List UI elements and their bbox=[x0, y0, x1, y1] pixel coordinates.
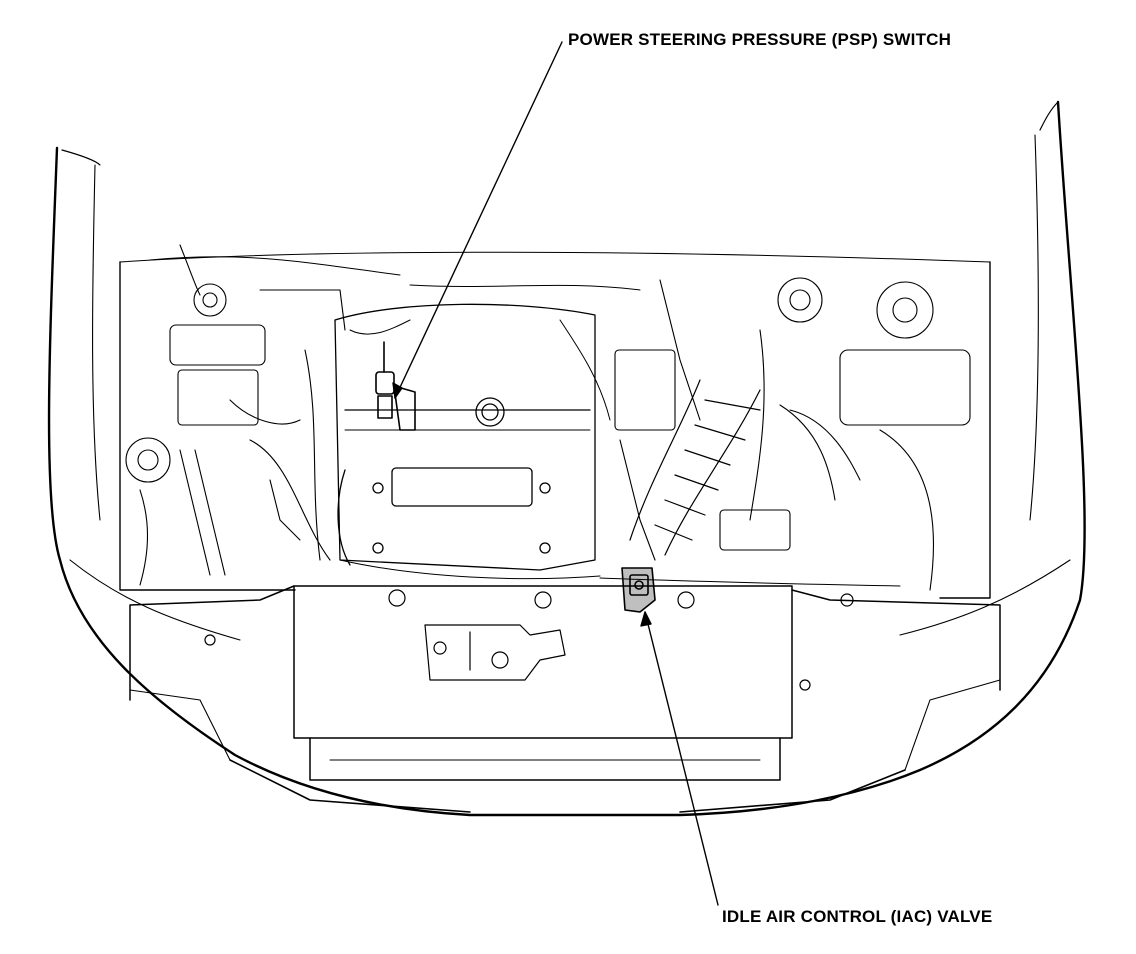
engine-block bbox=[334, 303, 596, 571]
wiring-harness bbox=[149, 256, 901, 587]
engine-compartment bbox=[119, 251, 991, 599]
iac-leader-line bbox=[640, 611, 719, 906]
right-side-components bbox=[614, 277, 971, 591]
left-side-components bbox=[125, 244, 346, 586]
hood-latch bbox=[424, 624, 566, 681]
vehicle-body-outline bbox=[47, 100, 1086, 817]
iac-valve-label: IDLE AIR CONTROL (IAC) VALVE bbox=[722, 907, 993, 926]
psp-leader-line bbox=[392, 41, 563, 399]
iac-valve bbox=[621, 567, 656, 613]
radiator-support bbox=[129, 585, 1001, 781]
psp-switch-label: POWER STEERING PRESSURE (PSP) SWITCH bbox=[568, 30, 952, 49]
intake-duct bbox=[629, 379, 761, 556]
fender-panel-lines bbox=[69, 134, 1071, 813]
mounting-bolts bbox=[204, 589, 854, 691]
